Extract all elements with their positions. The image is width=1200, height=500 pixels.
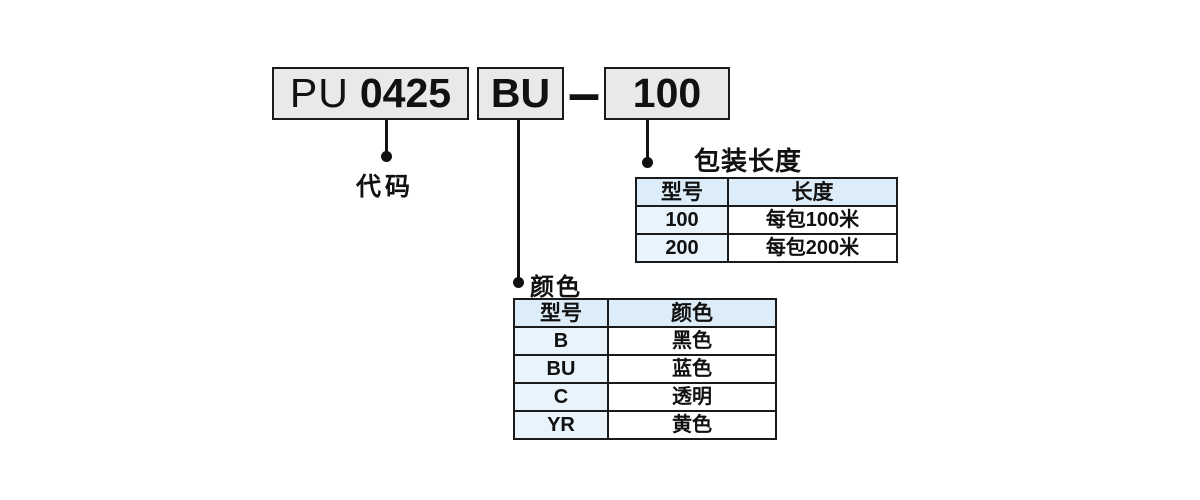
column-header-color: 颜色 — [607, 298, 777, 328]
table-cell-model: YR — [513, 410, 609, 440]
code-callout-label: 代码 — [356, 173, 415, 201]
model-code-box: PU 0425 — [272, 67, 469, 120]
column-header-model: 型号 — [635, 177, 729, 207]
packaging-table-header-row: 型号 长度 — [635, 177, 898, 207]
column-header-length: 长度 — [727, 177, 898, 207]
table-cell-model: 100 — [635, 205, 729, 235]
table-cell-color: 黑色 — [607, 326, 777, 356]
dash-separator: – — [567, 60, 601, 126]
connector-dot-length — [642, 157, 653, 168]
table-cell-model: B — [513, 326, 609, 356]
model-prefix-text: PU — [289, 70, 349, 116]
table-cell-color: 透明 — [607, 382, 777, 412]
color-code-box: BU — [477, 67, 564, 120]
packaging-length-table: 型号 长度 100 每包100米 200 每包200米 — [635, 177, 898, 263]
connector-dot-color — [513, 277, 524, 288]
packaging-callout-label: 包装长度 — [694, 146, 803, 176]
table-cell-color: 蓝色 — [607, 354, 777, 384]
color-callout-label: 颜色 — [530, 274, 582, 301]
table-cell-model: 200 — [635, 233, 729, 263]
column-header-model: 型号 — [513, 298, 609, 328]
connector-line-length — [646, 120, 649, 158]
connector-line-model — [385, 120, 388, 153]
table-cell-model: BU — [513, 354, 609, 384]
table-cell-length: 每包100米 — [727, 205, 898, 235]
color-code-text: BU — [490, 70, 551, 116]
table-row: C 透明 — [513, 382, 777, 412]
table-row: 100 每包100米 — [635, 205, 898, 235]
model-size-text: 0425 — [359, 70, 452, 116]
color-table-header-row: 型号 颜色 — [513, 298, 777, 328]
table-cell-color: 黄色 — [607, 410, 777, 440]
color-table: 型号 颜色 B 黑色 BU 蓝色 C 透明 YR 黄色 — [513, 298, 777, 440]
connector-line-color — [517, 120, 520, 278]
table-cell-length: 每包200米 — [727, 233, 898, 263]
table-row: YR 黄色 — [513, 410, 777, 440]
length-code-text: 100 — [632, 70, 702, 116]
table-row: 200 每包200米 — [635, 233, 898, 263]
table-cell-model: C — [513, 382, 609, 412]
length-code-box: 100 — [604, 67, 730, 120]
table-row: B 黑色 — [513, 326, 777, 356]
table-row: BU 蓝色 — [513, 354, 777, 384]
connector-dot-model — [381, 151, 392, 162]
